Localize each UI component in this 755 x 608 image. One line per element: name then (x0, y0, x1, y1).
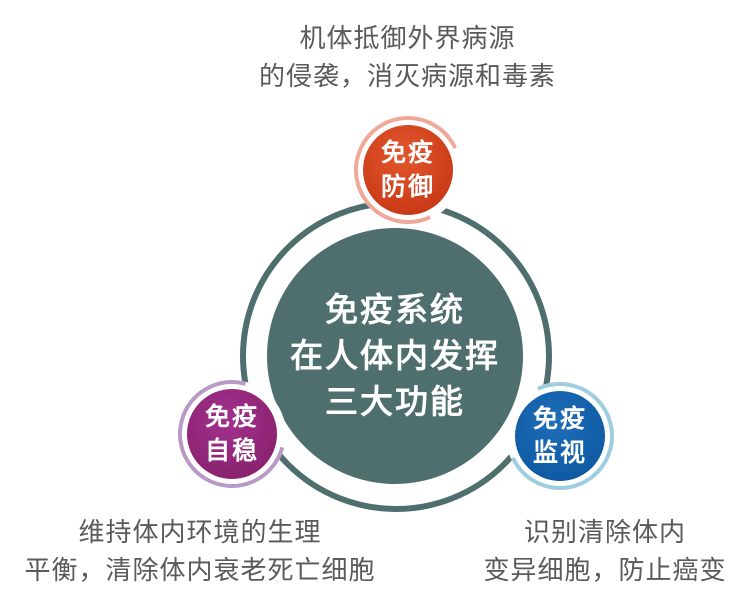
stability-description: 维持体内环境的生理 平衡，清除体内衰老死亡细胞 (0, 514, 400, 590)
center-line-2: 在人体内发挥 (290, 336, 500, 375)
node-fill: 免疫 自稳 (187, 389, 277, 479)
node-label-line-1: 免疫 (532, 404, 587, 433)
description-line-1: 识别清除体内 (523, 518, 686, 548)
node-fill: 免疫 监视 (515, 391, 605, 481)
center-circle: 免疫系统 在人体内发挥 三大功能 (267, 228, 523, 484)
node-immune-defense: 免疫 防御 (338, 100, 478, 240)
description-line-1: 机体抵御外界病源 (299, 24, 516, 54)
node-immune-stability: 免疫 自稳 (158, 360, 306, 508)
node-label-line-1: 免疫 (380, 138, 435, 167)
node-label-line-2: 防御 (380, 172, 435, 201)
node-label-line-2: 自稳 (204, 436, 259, 465)
center-line-1: 免疫系统 (325, 290, 465, 329)
description-line-1: 维持体内环境的生理 (78, 518, 322, 548)
node-fill: 免疫 防御 (363, 125, 453, 215)
surveillance-description: 识别清除体内 变异细胞，防止癌变 (445, 514, 755, 590)
defense-description: 机体抵御外界病源 的侵袭，消灭病源和毒素 (0, 20, 755, 96)
node-immune-surveillance: 免疫 监视 (490, 366, 630, 506)
description-line-2: 的侵袭，消灭病源和毒素 (258, 62, 556, 92)
description-line-2: 平衡，清除体内衰老死亡细胞 (24, 556, 376, 586)
node-label-line-1: 免疫 (204, 402, 259, 431)
center-line-3: 三大功能 (325, 382, 465, 421)
node-label-line-2: 监视 (532, 438, 587, 467)
description-line-2: 变异细胞，防止癌变 (483, 556, 727, 586)
